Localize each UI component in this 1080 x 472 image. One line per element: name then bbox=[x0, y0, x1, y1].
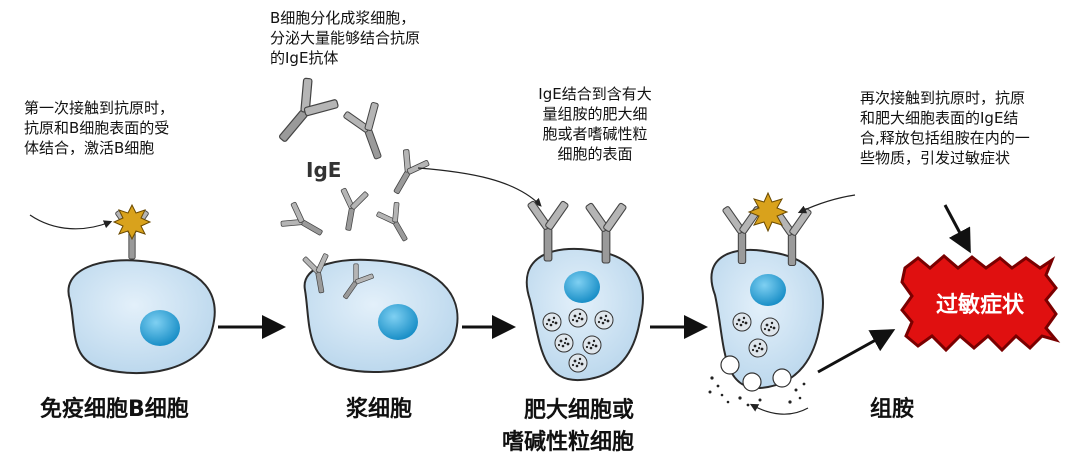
histamine-dots bbox=[708, 376, 806, 407]
caption-ige-binding: IgE结合到含有大 量组胺的肥大细 胞或者嗜碱性粒 细胞的表面 bbox=[538, 85, 652, 163]
released-vesicles bbox=[720, 355, 792, 392]
label-mast-cell-line1: 肥大细胞或 bbox=[524, 398, 635, 423]
degranulating-mast-cell bbox=[708, 191, 856, 415]
plasma-cell-nucleus bbox=[378, 304, 418, 340]
label-mast-cell-line2: 嗜碱性粒细胞 bbox=[502, 430, 635, 455]
mast-cell-nucleus bbox=[564, 271, 600, 303]
ige-label: IgE bbox=[306, 158, 342, 182]
b-cell bbox=[29, 203, 216, 374]
mast-cell bbox=[525, 200, 644, 382]
plasma-cell bbox=[303, 258, 459, 373]
label-histamine: 组胺 bbox=[870, 397, 915, 422]
allergy-symptom-label: 过敏症状 bbox=[936, 293, 1025, 318]
antigen-entry-arrow bbox=[29, 214, 113, 230]
caption-to-allergy-arrow bbox=[943, 204, 971, 254]
caption-b-cell-activation: 第一次接触到抗原时， 抗原和B细胞表面的受 体结合，激活B细胞 bbox=[24, 99, 175, 157]
label-plasma-cell: 浆细胞 bbox=[346, 397, 413, 422]
label-b-cell: 免疫细胞B细胞 bbox=[40, 397, 189, 422]
antigen-icon-second bbox=[747, 191, 789, 233]
degranulating-cell-nucleus bbox=[750, 274, 786, 306]
caption-second-exposure: 再次接触到抗原时，抗原 和肥大细胞表面的IgE结 合,释放包括组胺在内的一 些物… bbox=[860, 89, 1030, 167]
ige-to-mast-arrow bbox=[417, 167, 542, 207]
antigen-icon bbox=[112, 203, 152, 241]
histamine-arrow bbox=[749, 403, 809, 415]
release-to-allergy-arrow bbox=[817, 329, 896, 374]
caption-plasma-secretion: B细胞分化成浆细胞， 分泌大量能够结合抗原 的IgE抗体 bbox=[270, 9, 421, 67]
antigen-return-arrow bbox=[797, 194, 856, 214]
allergy-symptom-box bbox=[900, 254, 1061, 353]
b-cell-nucleus bbox=[140, 310, 180, 346]
